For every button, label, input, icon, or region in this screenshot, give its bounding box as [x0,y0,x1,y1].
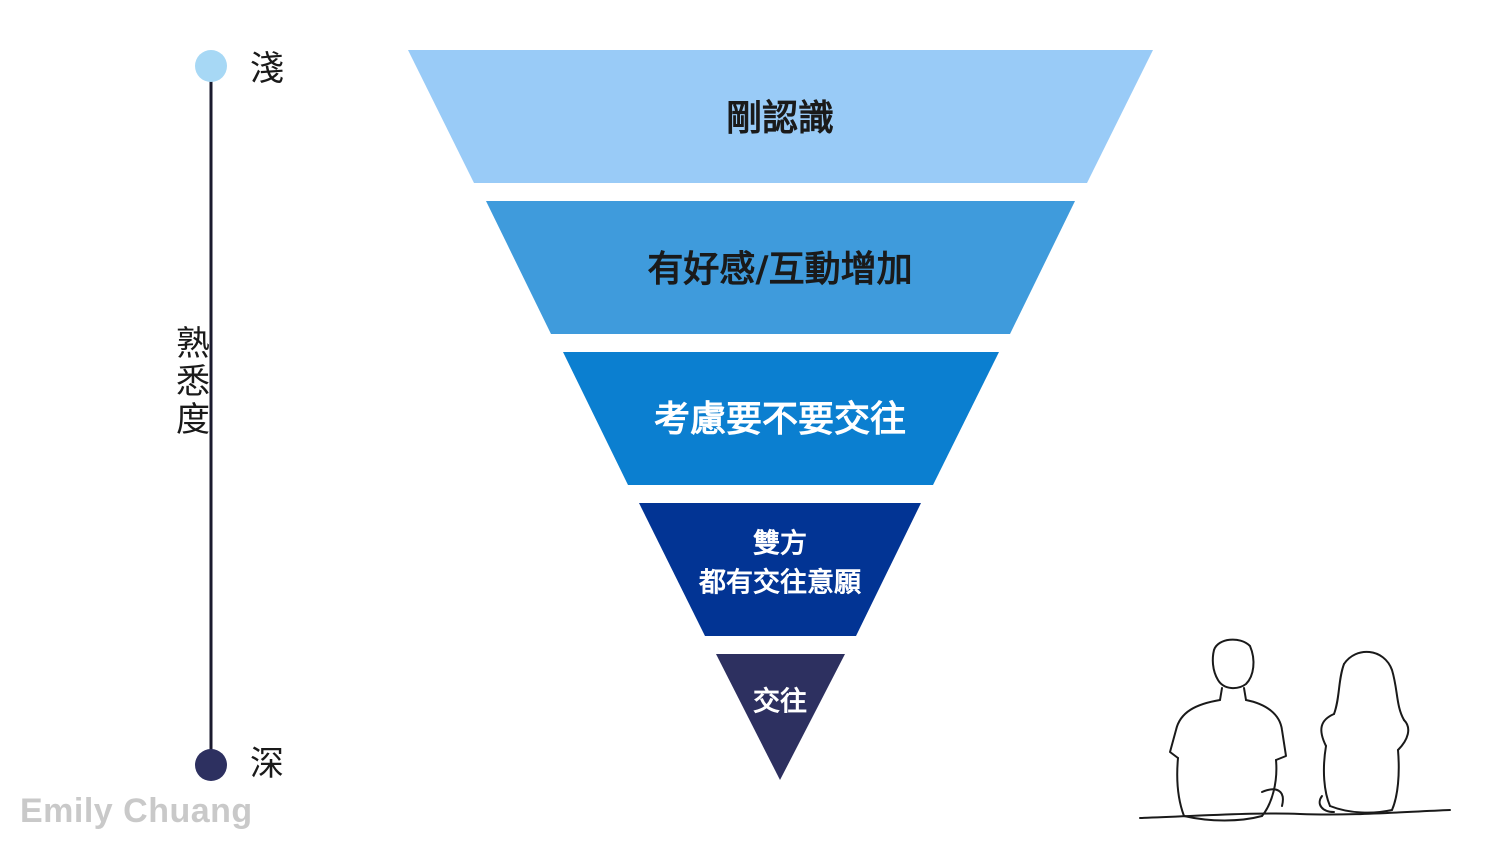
funnel-level-4: 雙方 都有交往意願 [639,503,921,636]
funnel-level-4-label-line-2: 都有交往意願 [698,567,862,599]
scale-top-dot [195,50,227,82]
funnel-level-4-shape [639,503,921,636]
familiarity-scale: 淺 深 熟悉度 [176,49,284,784]
funnel-level-4-label-line-1: 雙方 [753,528,807,560]
scale-axis-title: 熟悉度 [176,324,210,440]
funnel-level-5-shape [716,654,845,780]
scale-axis-title-char: 悉 [176,362,210,402]
author-watermark: Emily Chuang [20,792,253,830]
funnel-level-2: 有好感/互動增加 [486,201,1075,334]
scale-axis-title-char: 熟 [176,324,210,364]
funnel-level-3-label: 考慮要不要交往 [654,398,906,440]
scale-axis-title-char: 度 [176,400,210,440]
scale-bottom-dot [195,749,227,781]
funnel-level-5: 交往 [716,654,845,780]
funnel-level-3: 考慮要不要交往 [563,352,999,485]
funnel-level-1: 剛認識 [408,50,1153,183]
funnel-level-2-label: 有好感/互動增加 [647,249,912,290]
funnel-level-3-shape [563,352,999,485]
funnel-level-1-shape [408,50,1153,183]
sitting-couple-line-drawing-icon [1139,638,1451,822]
scale-top-label: 淺 [250,49,284,89]
scale-bottom-label: 深 [250,744,284,784]
relationship-funnel: 剛認識 有好感/互動增加 考慮要不要交往 雙方 都有交往意願 交往 [408,50,1153,780]
funnel-level-2-shape [486,201,1075,334]
funnel-level-1-label: 剛認識 [726,98,834,139]
funnel-level-5-label: 交往 [753,686,807,718]
